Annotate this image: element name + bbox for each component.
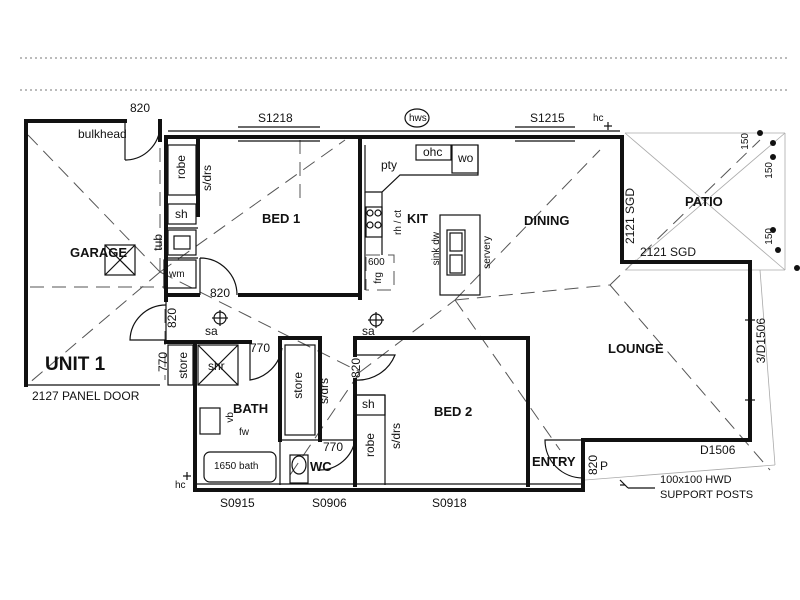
room-entry: ENTRY — [532, 454, 576, 469]
doors — [124, 121, 625, 486]
shower-label: shr — [208, 359, 225, 373]
dim-150-a: 150 — [740, 133, 751, 150]
dim-820-mid: 820 — [210, 286, 231, 300]
unit-label: UNIT 1 — [45, 354, 106, 375]
room-lounge: LOUNGE — [608, 341, 664, 356]
support-posts-note-line1: 100x100 HWD — [660, 474, 732, 486]
hose-cock-icon — [604, 122, 612, 130]
dim-820-left: 820 — [165, 308, 179, 329]
dim-820-entry: 820 — [586, 455, 600, 476]
robe-label-2: robe — [363, 433, 377, 458]
washing-machine-label: wm — [169, 269, 185, 280]
support-posts — [757, 130, 800, 271]
exterior-walls — [24, 119, 752, 492]
sliding-doors-label-2: s/drs — [317, 378, 331, 405]
sink-dishwasher-label: sink dw — [431, 232, 442, 266]
room-garage: GARAGE — [70, 245, 128, 260]
dim-panel-door: 2127 PANEL DOOR — [32, 389, 140, 403]
windows — [215, 126, 755, 491]
dim-s1218: S1218 — [258, 111, 293, 125]
sliding-doors-label-3: s/drs — [389, 423, 403, 450]
dim-770-left: 770 — [156, 352, 170, 373]
hose-cock-label: hc — [593, 113, 604, 124]
support-posts-note-line2: SUPPORT POSTS — [660, 489, 754, 501]
bath-fixture-label: 1650 bath — [214, 461, 259, 472]
overhead-cupboard-label: ohc — [423, 145, 443, 159]
laundry-fixtures — [104, 203, 197, 289]
dim-150-c: 150 — [764, 228, 775, 245]
store-shelves — [167, 144, 316, 436]
wall-oven-label: wo — [458, 151, 474, 165]
servery-label: servery — [482, 236, 493, 269]
kitchen-fixtures — [364, 144, 481, 296]
room-bath: BATH — [233, 401, 269, 416]
smoke-alarm-label-2: sa — [362, 324, 375, 338]
hws-icon — [404, 108, 430, 128]
dim-820-bed2: 820 — [349, 358, 363, 379]
pantry-label: pty — [381, 158, 398, 172]
floor-waste-label: fw — [239, 427, 249, 438]
room-bed2: BED 2 — [434, 404, 473, 419]
porch-label: P — [600, 459, 609, 473]
shelf-label-2: sh — [362, 397, 375, 411]
rangehood-label: rh / ct — [393, 210, 404, 236]
dim-3-d1506: 3/D1506 — [754, 318, 768, 364]
dim-820-top: 820 — [130, 101, 151, 115]
dim-s1215: S1215 — [530, 111, 565, 125]
dim-2121-sgd-horizontal: 2121 SGD — [640, 245, 697, 259]
shelf-label: sh — [175, 207, 188, 221]
dim-2121-sgd-vertical: 2121 SGD — [623, 188, 637, 245]
room-dining: DINING — [524, 213, 570, 228]
smoke-alarm-icon — [212, 310, 228, 326]
smoke-alarm-label: sa — [205, 324, 218, 338]
dim-s0906: S0906 — [312, 496, 347, 510]
tub-label: tub — [151, 234, 165, 251]
hws-label: hws — [409, 113, 427, 124]
room-patio: PATIO — [685, 194, 723, 209]
fridge-label: frg — [373, 272, 384, 284]
robe-label: robe — [174, 155, 188, 180]
hose-cock-icon — [183, 472, 191, 480]
hose-cock-label-2: hc — [175, 480, 186, 491]
dim-770-wc: 770 — [323, 440, 344, 454]
vanity-basin-label: vb — [225, 412, 236, 423]
store-label: store — [176, 352, 190, 379]
dim-770-bath: 770 — [250, 341, 271, 355]
bulkhead-label: bulkhead — [78, 127, 127, 141]
room-bed1: BED 1 — [262, 211, 301, 226]
store-label-2: store — [291, 372, 305, 399]
interior-walls — [164, 135, 585, 492]
sliding-doors-label: s/drs — [200, 165, 214, 192]
fridge-space-label: 600 — [368, 257, 385, 268]
bathroom-fixtures — [197, 344, 386, 484]
patio-outline — [584, 132, 786, 481]
dim-s0915: S0915 — [220, 496, 255, 510]
roof-lines — [27, 134, 771, 476]
dim-150-b: 150 — [764, 162, 775, 179]
post-pointer — [619, 479, 629, 489]
dim-d1506: D1506 — [700, 443, 736, 457]
dim-s0918: S0918 — [432, 496, 467, 510]
room-wc: WC — [310, 459, 332, 474]
room-kit: KIT — [407, 211, 428, 226]
smoke-alarm-icon — [368, 312, 384, 328]
